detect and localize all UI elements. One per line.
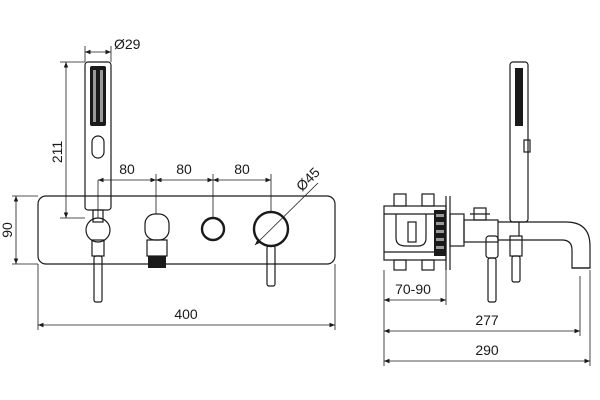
mixer-handle bbox=[252, 210, 290, 287]
dim-spout-projection-1: 277 bbox=[383, 276, 581, 336]
dim-spacing-row: 80 80 80 bbox=[97, 161, 272, 218]
front-view: Ø29 211 80 80 80 Ø45 bbox=[0, 36, 336, 330]
label-plate-width: 400 bbox=[174, 306, 198, 322]
label-spout-projection-1: 277 bbox=[475, 312, 499, 328]
label-spacing-2: 80 bbox=[176, 161, 192, 177]
label-handle-diameter: Ø45 bbox=[293, 164, 323, 194]
dim-handle-diameter: Ø45 bbox=[254, 164, 323, 246]
cover-plate bbox=[37, 195, 336, 265]
dim-spout-projection-2: 290 bbox=[383, 270, 591, 366]
side-view: 70-90 277 290 bbox=[383, 61, 591, 366]
bath-spout bbox=[144, 213, 170, 268]
label-spout-projection-2: 290 bbox=[475, 342, 499, 358]
dim-hand-shower-height: 211 bbox=[49, 61, 85, 219]
dim-wall-depth: 70-90 bbox=[383, 270, 447, 305]
label-hand-shower-diameter: Ø29 bbox=[114, 36, 141, 52]
shower-holder bbox=[85, 217, 111, 303]
dim-plate-width: 400 bbox=[37, 264, 336, 330]
dim-plate-height: 90 bbox=[0, 195, 38, 265]
label-hand-shower-height: 211 bbox=[49, 141, 65, 164]
side-fittings bbox=[449, 207, 523, 303]
label-plate-height: 90 bbox=[0, 222, 15, 238]
concealed-body bbox=[383, 193, 451, 271]
hand-shower-side bbox=[509, 61, 531, 236]
dim-hand-shower-diameter: Ø29 bbox=[84, 36, 141, 62]
spout-side bbox=[498, 221, 591, 269]
diverter-knob bbox=[200, 216, 226, 242]
label-wall-depth: 70-90 bbox=[395, 281, 431, 297]
label-spacing-1: 80 bbox=[119, 161, 135, 177]
label-spacing-3: 80 bbox=[234, 161, 250, 177]
